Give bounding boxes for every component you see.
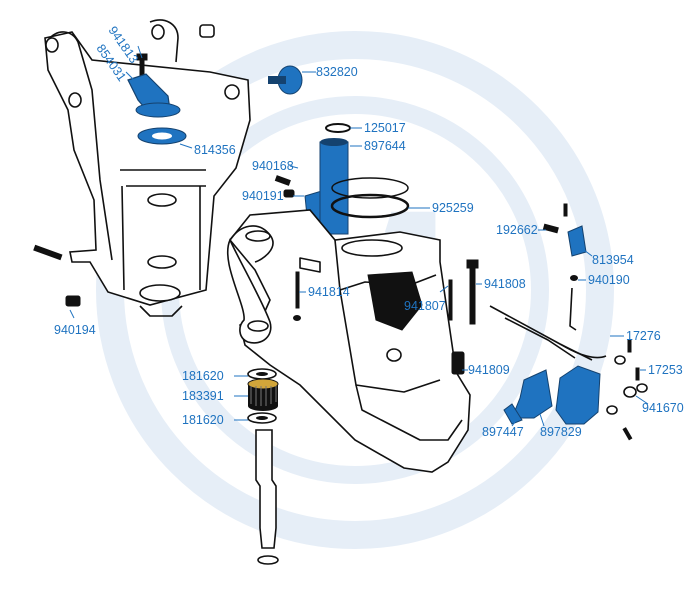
label-125017: 125017 — [364, 121, 406, 135]
bushing-181620-top — [247, 368, 277, 380]
grommet-832820 — [268, 65, 303, 95]
spacer-top — [199, 24, 215, 38]
label-813954: 813954 — [592, 253, 634, 267]
swivel-bracket — [44, 19, 251, 317]
linkage-rod — [489, 305, 607, 361]
screw-941807 — [448, 279, 453, 321]
oring-125017 — [325, 123, 351, 133]
label-940190: 940190 — [588, 273, 630, 287]
label-941670: 941670 — [642, 401, 684, 415]
label-897829: 897829 — [540, 425, 582, 439]
shift-bracket-897829 — [555, 365, 601, 425]
screw-192662 — [542, 203, 568, 234]
label-925259: 925259 — [432, 201, 474, 215]
label-940168: 940168 — [252, 159, 294, 173]
label-183391: 183391 — [182, 389, 224, 403]
label-940191: 940191 — [242, 189, 284, 203]
pin-940190 — [569, 275, 578, 331]
label-897644: 897644 — [364, 139, 406, 153]
label-181620-top: 181620 — [182, 369, 224, 383]
housing — [228, 209, 471, 473]
small-hardware-right — [606, 339, 648, 441]
label-181620-bottom: 181620 — [182, 413, 224, 427]
fitting-854031 — [127, 73, 181, 118]
bushing-181620-bottom — [247, 412, 277, 424]
bolt-940194 — [33, 244, 81, 307]
bolt-941808 — [466, 259, 479, 325]
oring-925259-a — [331, 177, 409, 199]
gasket-814356 — [137, 127, 187, 145]
label-941809: 941809 — [468, 363, 510, 377]
label-941807: 941807 — [404, 299, 446, 313]
link-arm — [227, 238, 272, 344]
label-897447: 897447 — [482, 425, 524, 439]
label-17253: 17253 — [648, 363, 683, 377]
label-832820: 832820 — [316, 65, 358, 79]
label-941814: 941814 — [308, 285, 350, 299]
screw-941814 — [293, 271, 301, 321]
bolt-940168 — [274, 175, 295, 198]
shaft — [255, 429, 279, 565]
label-941808: 941808 — [484, 277, 526, 291]
label-192662: 192662 — [496, 223, 538, 237]
gear-183391 — [247, 378, 279, 411]
plug-941809 — [451, 351, 465, 375]
label-940194: 940194 — [54, 323, 96, 337]
label-814356: 814356 — [194, 143, 236, 157]
label-17276: 17276 — [626, 329, 661, 343]
leader-lines — [69, 45, 649, 427]
tube-897644 — [319, 138, 349, 235]
oring-925259 — [330, 193, 410, 219]
